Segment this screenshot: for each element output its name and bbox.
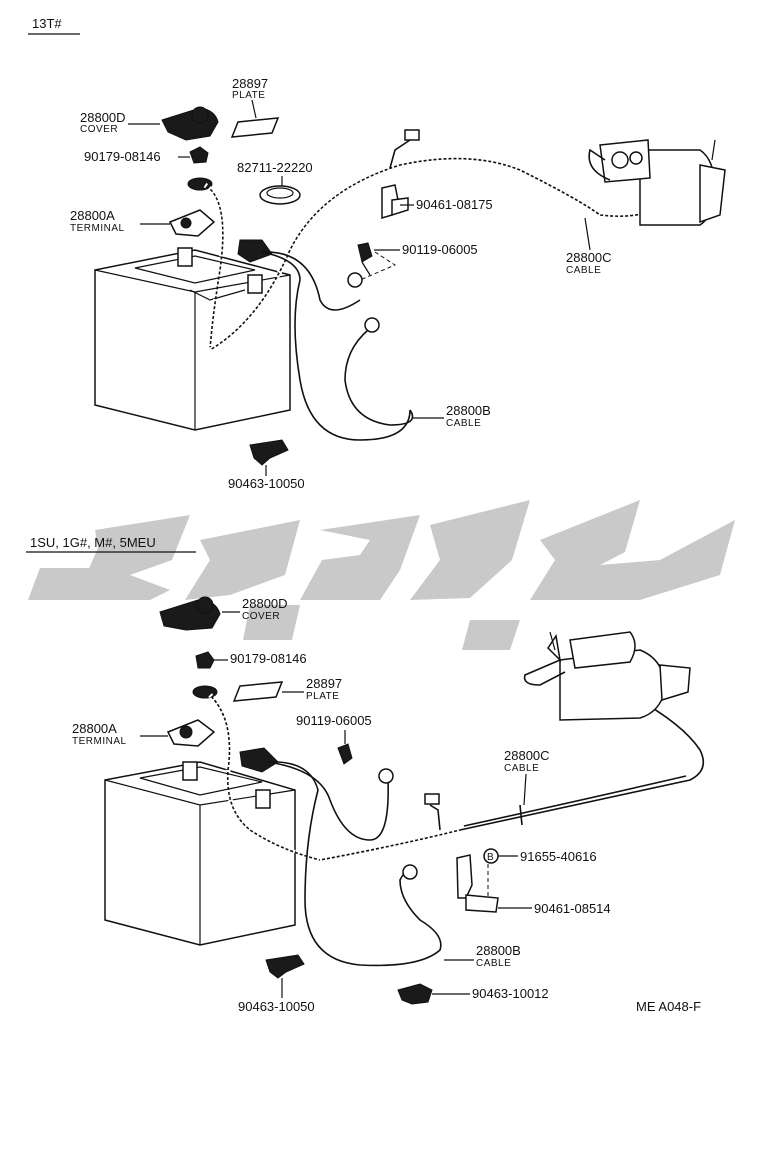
bracket-number-top: 90461-08175	[416, 197, 493, 212]
harness-top	[203, 129, 667, 353]
cable-b-number-bottom: 28800B	[476, 943, 521, 958]
bracket-number-bottom: 90461-08514	[534, 901, 611, 916]
cable-c-name-top: CABLE	[566, 265, 601, 276]
clip-top: 90463-10050	[228, 439, 305, 491]
terminal-top: 28800A TERMINAL	[70, 177, 216, 237]
cover-number-bottom: 28800D	[242, 596, 288, 611]
nut-top: 90179-08146	[84, 146, 209, 164]
nut-bottom: 90179-08146	[195, 651, 307, 669]
cover-number-top: 28800D	[80, 110, 126, 125]
bolt-bottom: 90119-06005	[296, 713, 372, 765]
battery-top	[94, 247, 291, 431]
terminal-number-bottom: 28800A	[72, 721, 117, 736]
nut-number-bottom: 90179-08146	[230, 651, 307, 666]
cable-b-name-bottom: CABLE	[476, 958, 511, 969]
clamp-number-top: 82711-22220	[237, 160, 313, 175]
cable-c-name-bottom: CABLE	[504, 763, 539, 774]
terminal-name-bottom: TERMINAL	[72, 736, 127, 747]
plate-bottom: 28897 PLATE	[232, 676, 342, 702]
cover-name-bottom: COVER	[242, 611, 280, 622]
connector-bottom	[239, 747, 442, 967]
bolt-top: 90119-06005	[357, 242, 478, 281]
cover-name-top: COVER	[80, 124, 118, 135]
section-title-bottom: 1SU, 1G#, M#, 5MEU	[30, 535, 156, 550]
bracket-top: 90461-08175	[381, 184, 493, 220]
clip2-bottom: 90463-10012	[397, 983, 549, 1005]
cable-c-number-bottom: 28800C	[504, 748, 550, 763]
connector-top	[237, 239, 411, 441]
plate-name-bottom: PLATE	[306, 691, 339, 702]
plate-number-bottom: 28897	[306, 676, 342, 691]
bolt-number-top: 90119-06005	[402, 242, 478, 257]
top-section: 13T# 28897 PLATE 28800D COVER	[28, 16, 726, 491]
cable-c-number-top: 28800C	[566, 250, 612, 265]
clip-number-bottom: 90463-10050	[238, 999, 315, 1014]
cable-b-number-top: 28800B	[446, 403, 491, 418]
nut-number-top: 90179-08146	[84, 149, 161, 164]
plate-top: 28897 PLATE	[230, 76, 280, 138]
cable-b-ring-top	[344, 272, 414, 426]
clip-number-top: 90463-10050	[228, 476, 305, 491]
bolt-number-bottom: 90119-06005	[296, 713, 372, 728]
screw-number-bottom: 91655-40616	[520, 849, 597, 864]
cover-top: 28800D COVER	[80, 106, 219, 141]
battery-bottom	[104, 761, 296, 946]
bracket-bottom: 90461-08514	[456, 854, 611, 916]
harness-bottom	[208, 675, 705, 863]
plate-number-top: 28897	[232, 76, 268, 91]
starter-top	[588, 139, 726, 226]
clamp-top: 82711-22220	[237, 160, 313, 205]
cover-bottom: 28800D COVER	[159, 596, 288, 631]
terminal-bottom: 28800A TERMINAL	[72, 685, 218, 747]
plate-name-top: PLATE	[232, 90, 265, 101]
cable-b-name-top: CABLE	[446, 418, 481, 429]
terminal-number-top: 28800A	[70, 208, 115, 223]
screw-bottom: B 91655-40616	[483, 848, 597, 898]
b-marker: B	[487, 852, 494, 863]
starter-bottom	[523, 631, 691, 721]
bottom-section: 1SU, 1G#, M#, 5MEU 28800D COVER 90179-08…	[26, 535, 705, 1014]
terminal-name-top: TERMINAL	[70, 223, 125, 234]
clip-bottom: 90463-10050	[238, 954, 315, 1014]
section-title-top: 13T#	[32, 16, 62, 31]
footer-code: ME A048-F	[636, 999, 701, 1014]
watermark-logo	[28, 500, 735, 650]
clip2-number-bottom: 90463-10012	[472, 986, 549, 1001]
